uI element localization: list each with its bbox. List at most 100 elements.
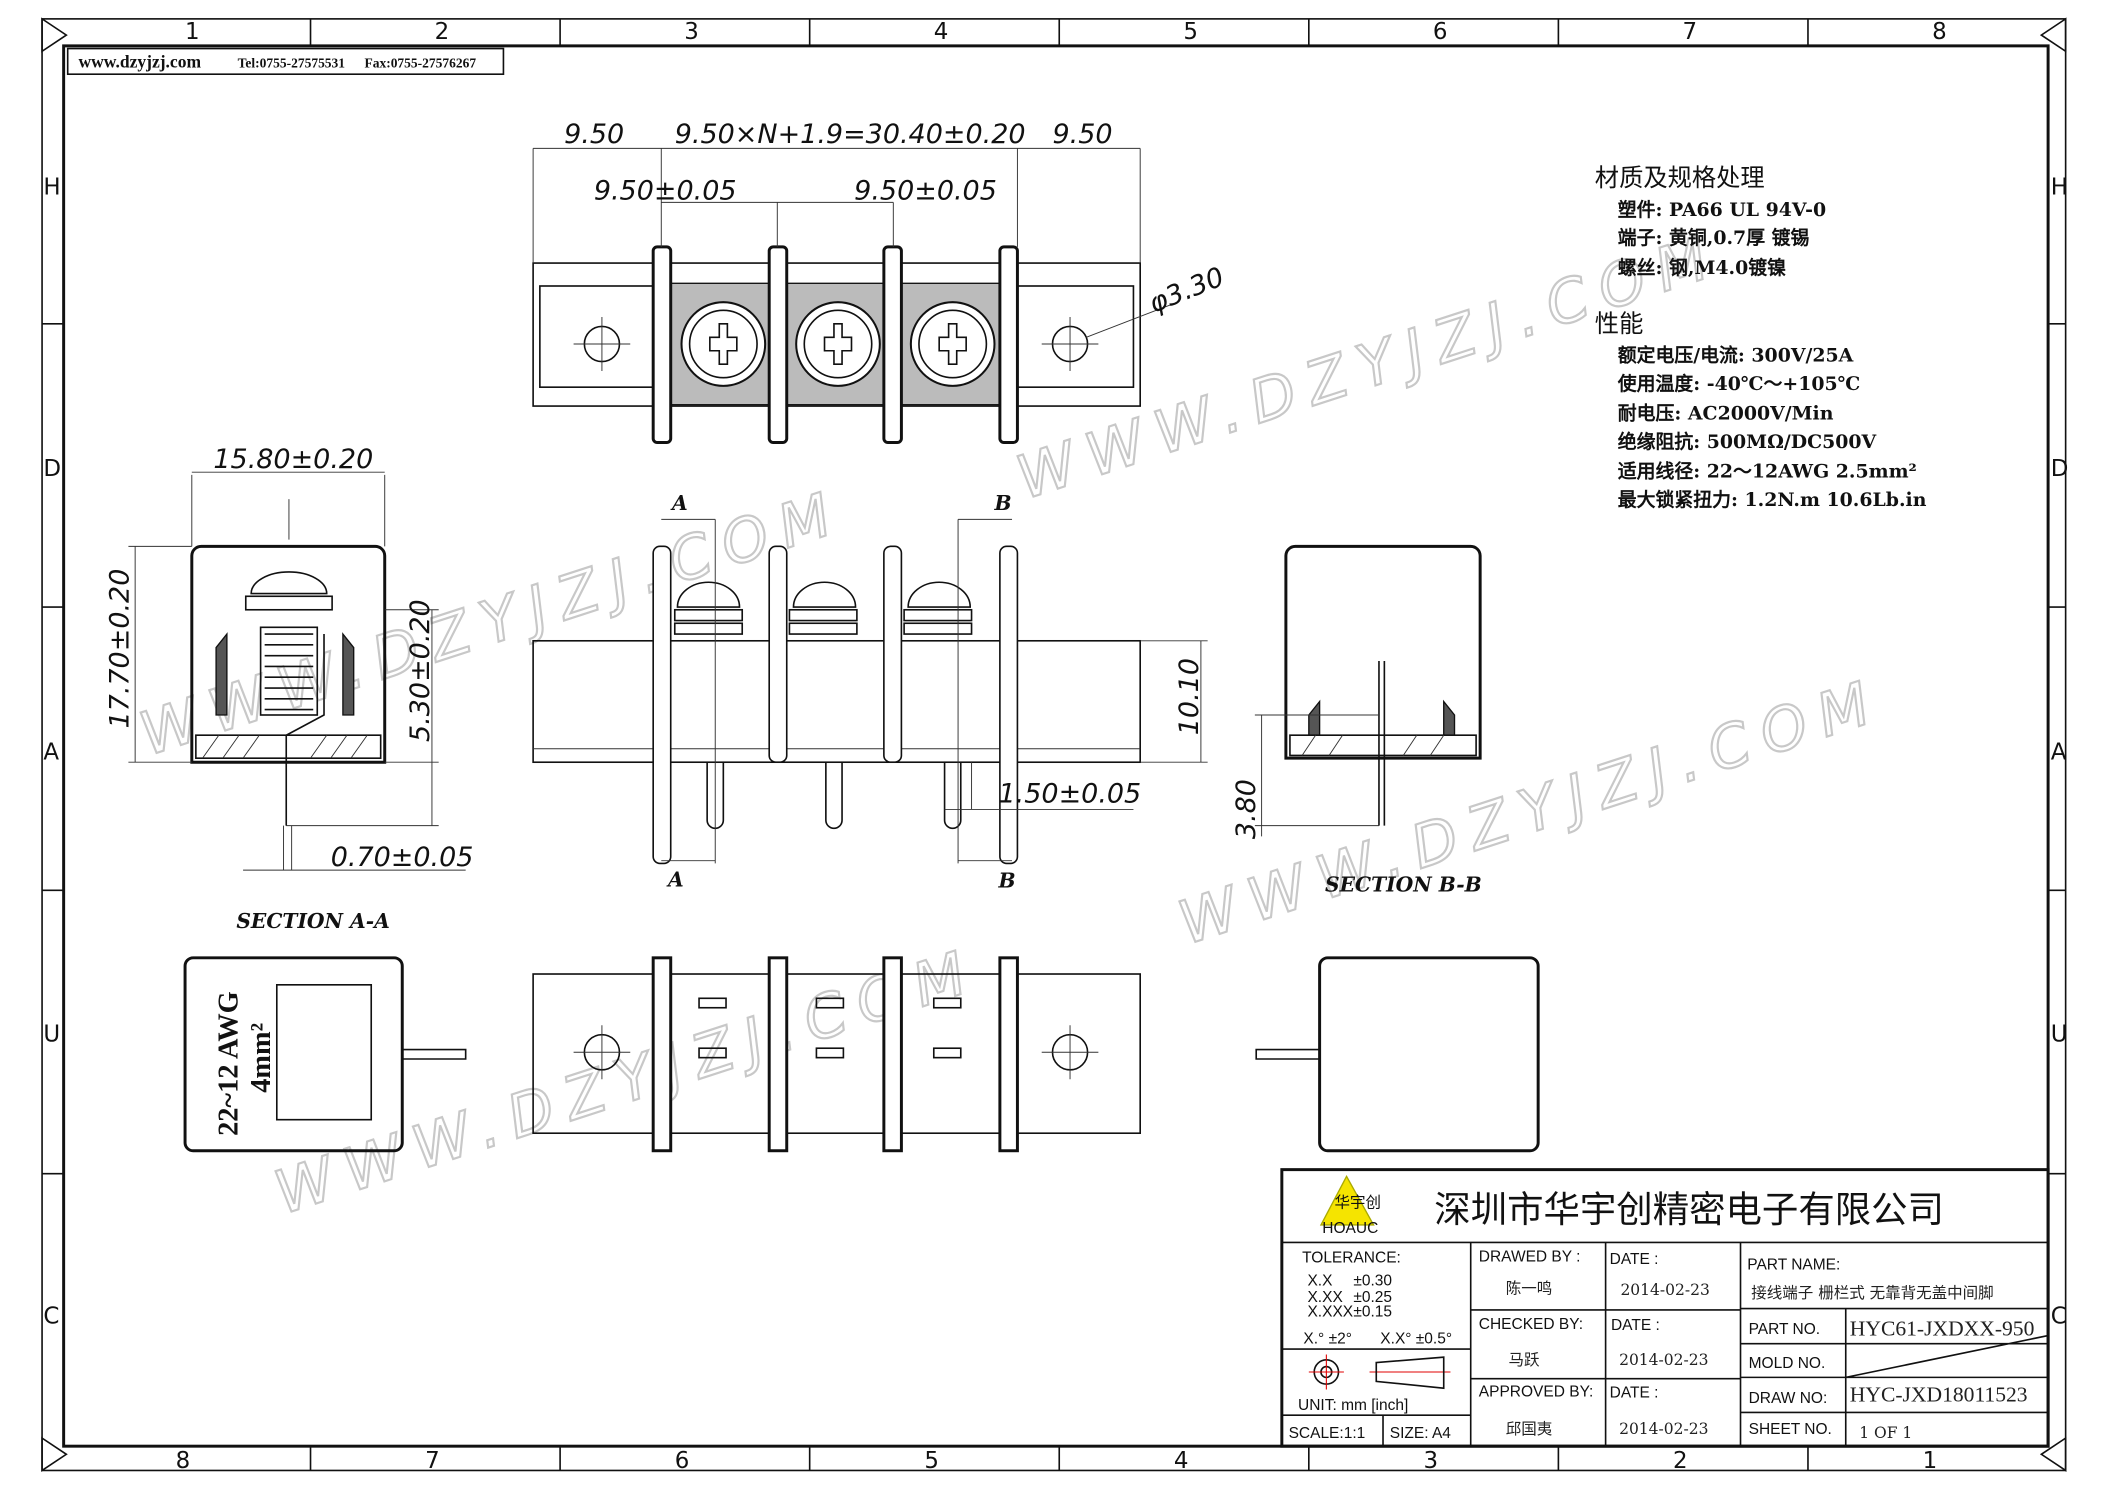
ruler-label: 6: [675, 1448, 690, 1474]
screw-head-icon: [673, 581, 973, 635]
side-view-right: [1255, 956, 1540, 1153]
ruler-row-label: U: [2051, 1021, 2068, 1047]
spec-line: 适用线径: 22～12AWG 2.5mm²: [1618, 460, 1917, 483]
side-view-left: [183, 956, 467, 1153]
tel-text: Tel:0755-27575531: [238, 55, 346, 70]
ruler-row-label: C: [2051, 1303, 2067, 1329]
dim-hole-diameter: φ3.30: [1145, 262, 1229, 320]
drawn-by: 陈一鸣: [1506, 1280, 1553, 1298]
tolerance-format: X.X: [1307, 1273, 1333, 1290]
spec-line: 绝缘阻抗: 500MΩ/DC500V: [1618, 430, 1877, 453]
sheet-no-label: SHEET NO.: [1749, 1421, 1832, 1438]
ruler-label: 5: [924, 1448, 939, 1474]
dim-pitch-a: 9.50±0.05: [594, 176, 737, 207]
tolerance-value: ±0.15: [1353, 1304, 1392, 1321]
ruler-ticks: [42, 18, 2066, 1471]
logo-brand: HOAUC: [1322, 1220, 1378, 1237]
ruler-rows: H D A U C H D A U C: [43, 174, 2068, 1329]
wire-area-label: 4mm²: [246, 1023, 277, 1093]
approved-by: 邱国夷: [1506, 1420, 1553, 1438]
approved-by-label: APPROVED BY:: [1479, 1383, 1594, 1400]
logo-icon: [1319, 1174, 1375, 1226]
performance-title: 性能: [1595, 309, 1644, 338]
title-block: 华宇创 HOAUC 深圳市华宇创精密电子有限公司 TOLERANCE: X.X …: [1280, 1168, 2050, 1448]
ruler-top: 1 2 3 4 5 6 7 8: [185, 19, 1947, 45]
specifications: 材质及规格处理 塑件: PA66 UL 94V-0 端子: 黄铜,0.7厚 镀锡…: [1595, 163, 1927, 511]
dim-pin-length: 3.80: [1231, 779, 1262, 839]
dim-pitch-formula: 9.50×N+1.9=30.40±0.20: [675, 119, 1026, 150]
dim-height: 17.70±0.20: [104, 569, 135, 729]
fax-text: Fax:0755-27576267: [364, 55, 476, 70]
spec-line: 额定电压/电流: 300V/25A: [1618, 344, 1854, 367]
section-a-a-label: SECTION A-A: [236, 909, 390, 933]
ruler-row-label: A: [43, 740, 59, 766]
bottom-view: [532, 956, 1141, 1153]
checked-by-label: CHECKED BY:: [1479, 1316, 1583, 1333]
checked-date: 2014-02-23: [1619, 1351, 1708, 1369]
ruler-label: 1: [1923, 1448, 1938, 1474]
drawn-by-label: DRAWED BY :: [1479, 1248, 1581, 1265]
draw-no-label: DRAW NO:: [1749, 1390, 1828, 1407]
front-view: [532, 518, 1208, 865]
ruler-row-label: C: [43, 1303, 59, 1329]
dim-left-margin: 9.50: [564, 119, 624, 150]
svg-text:WWW.DZYJZJ.COM: WWW.DZYJZJ.COM: [1170, 665, 1891, 958]
unit-label: UNIT: mm [inch]: [1298, 1397, 1408, 1414]
section-b-b-view: [1254, 544, 1482, 837]
projection-symbol-icon: [1308, 1354, 1451, 1390]
section-mark-a-bottom: A: [666, 867, 684, 891]
part-no: HYC61-JXDXX-950: [1850, 1317, 2035, 1341]
section-mark-b-top: B: [993, 491, 1011, 515]
dim-pin-height: 5.30±0.20: [405, 599, 436, 742]
date-label: DATE :: [1610, 1251, 1659, 1268]
spec-line: 使用温度: -40℃～+105℃: [1617, 372, 1860, 395]
ruler-label: 8: [1932, 19, 1947, 45]
ruler-label: 4: [934, 19, 949, 45]
section-a-a-view: [128, 471, 466, 871]
corner-arrow-icon: [41, 17, 2067, 1472]
spec-line: 最大锁紧扭力: 1.2N.m 10.6Lb.in: [1618, 488, 1927, 511]
angle-tolerance: X.X° ±0.5°: [1380, 1331, 1452, 1348]
ruler-row-label: D: [2051, 456, 2069, 482]
logo-text: 华宇创: [1334, 1193, 1381, 1211]
sheet-no: 1 OF 1: [1859, 1424, 1912, 1442]
ruler-label: 1: [185, 19, 200, 45]
part-name: 接线端子 栅栏式 无靠背无盖中间脚: [1751, 1284, 1993, 1302]
dim-pin-width: 1.50±0.05: [999, 779, 1142, 810]
ruler-label: 4: [1174, 1448, 1189, 1474]
section-mark-a-top: A: [670, 491, 688, 515]
dim-pin-thickness: 0.70±0.05: [331, 842, 474, 873]
tolerance-format: X.XXX: [1307, 1304, 1353, 1321]
ruler-row-label: D: [43, 456, 61, 482]
svg-text:WWW.DZYJZJ.COM: WWW.DZYJZJ.COM: [132, 476, 853, 769]
inner-border: [62, 44, 2050, 1448]
material-title: 材质及规格处理: [1595, 163, 1765, 192]
ruler-row-label: A: [2051, 740, 2067, 766]
ruler-label: 3: [684, 19, 699, 45]
tolerance-value: ±0.25: [1353, 1289, 1392, 1306]
ruler-row-label: U: [43, 1021, 60, 1047]
ruler-label: 3: [1423, 1448, 1438, 1474]
scale-label: SCALE:1:1: [1289, 1425, 1366, 1442]
top-view: [532, 147, 1141, 444]
dim-width: 15.80±0.20: [213, 444, 373, 475]
part-no-label: PART NO.: [1749, 1321, 1821, 1338]
dim-pitch-b: 9.50±0.05: [854, 176, 997, 207]
header-box: [66, 47, 505, 76]
screw-icon: [680, 301, 996, 387]
spec-line: 端子: 黄铜,0.7厚 镀锡: [1618, 226, 1810, 249]
ruler-label: 5: [1183, 19, 1198, 45]
ruler-bottom: 8 7 6 5 4 3 2 1: [176, 1448, 1938, 1474]
awg-label: 22~12 AWG: [214, 991, 245, 1136]
spec-line: 耐电压: AC2000V/Min: [1618, 402, 1834, 425]
date-label: DATE :: [1610, 1385, 1659, 1402]
dim-body-height: 10.10: [1174, 658, 1205, 735]
tolerance-label: TOLERANCE:: [1302, 1250, 1401, 1267]
ruler-label: 6: [1433, 19, 1448, 45]
size-label: SIZE: A4: [1390, 1425, 1452, 1442]
section-mark-b-bottom: B: [998, 869, 1016, 893]
date-label: DATE :: [1611, 1317, 1660, 1334]
checked-by: 马跃: [1508, 1351, 1540, 1369]
ruler-row-label: H: [2051, 174, 2068, 200]
